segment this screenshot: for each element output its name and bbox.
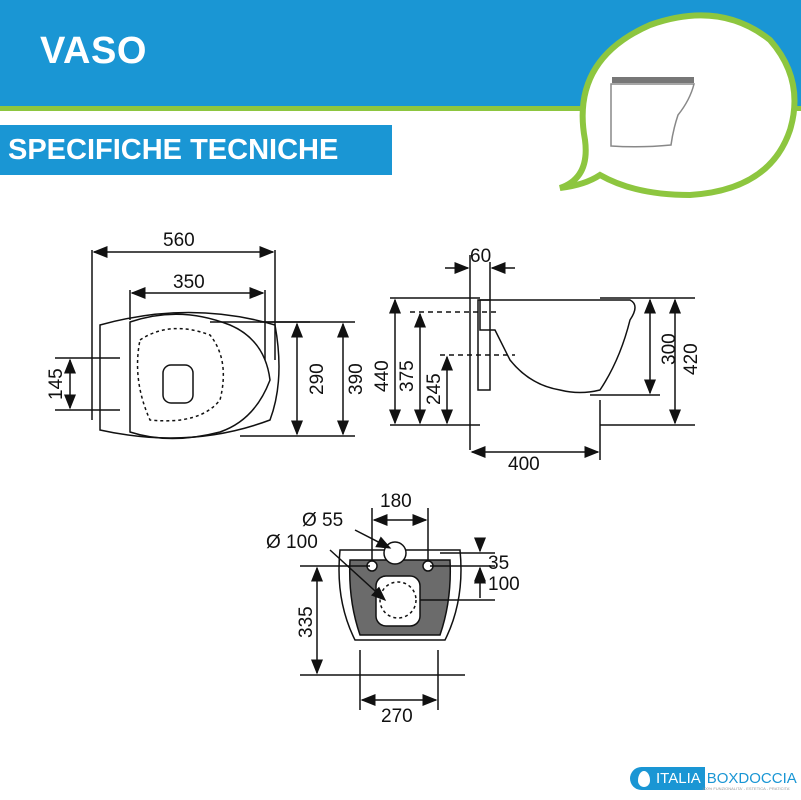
- dim-height-rim: 300: [659, 333, 680, 365]
- dim-inlet-offset: 35: [488, 553, 509, 574]
- dim-projection: 400: [508, 454, 540, 475]
- logo-tagline: 100% FUNZIONALITA' - ESTETICA - PRATICIT…: [702, 786, 791, 791]
- dim-inlet-diameter: Ø 55: [302, 510, 343, 531]
- section-title: SPECIFICHE TECNICHE: [0, 125, 392, 175]
- top-view-drawing: [55, 246, 355, 440]
- water-drop-icon: [638, 770, 650, 787]
- page-title: VASO: [40, 30, 147, 72]
- dim-width-total: 560: [163, 230, 195, 251]
- dim-outlet-offset: 100: [488, 574, 520, 595]
- rear-view-drawing: [300, 508, 495, 710]
- header-divider: [0, 106, 801, 111]
- dim-base-width: 270: [381, 706, 413, 727]
- dim-height-lower: 245: [424, 373, 445, 405]
- logo-italia-text: ITALIA: [656, 769, 701, 787]
- dim-wall-offset: 60: [470, 246, 491, 267]
- side-view-drawing: [389, 255, 695, 460]
- product-bubble-icon: [558, 12, 798, 199]
- brand-logo: ITALIA BOXDOCCIA: [630, 763, 797, 793]
- dim-height-total: 440: [372, 360, 393, 392]
- dim-width-seat: 350: [173, 272, 205, 293]
- logo-boxdoccia-text: BOXDOCCIA: [706, 769, 797, 787]
- dim-fixing-spacing: 145: [46, 368, 67, 400]
- logo-italia-badge: ITALIA: [630, 766, 705, 790]
- dim-fix-spacing: 180: [380, 491, 412, 512]
- dim-depth-inner: 290: [307, 363, 328, 395]
- dim-outlet-diameter: Ø 100: [266, 532, 318, 553]
- dim-depth-total: 390: [346, 363, 367, 395]
- dim-height-right: 420: [681, 343, 702, 375]
- dim-outlet-height: 335: [296, 606, 317, 638]
- dim-height-upper: 375: [397, 360, 418, 392]
